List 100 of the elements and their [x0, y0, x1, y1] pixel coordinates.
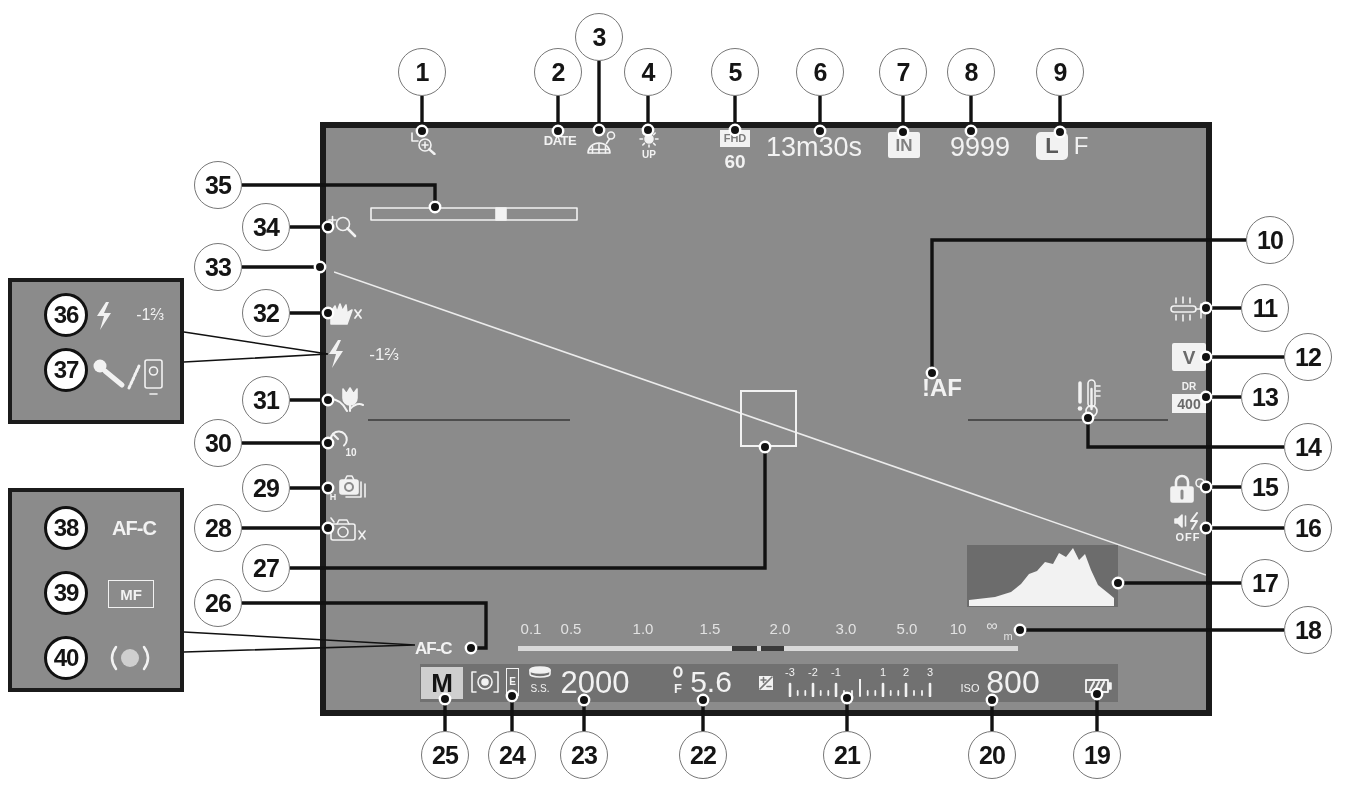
callout-number: 19	[1073, 731, 1121, 779]
magnifier-icon	[328, 214, 358, 238]
exposure-scale-number: -1	[830, 666, 842, 678]
infinity-sign: ∞	[985, 618, 999, 634]
callout-number: 33	[194, 243, 242, 291]
leader-line	[1199, 301, 1241, 315]
leader-line	[242, 521, 335, 535]
leader-line	[728, 96, 742, 137]
distance-number: 1.5	[698, 618, 722, 638]
callout-number: 12	[1284, 333, 1332, 381]
iso-label: ISO	[959, 681, 981, 695]
inset-panel	[8, 278, 184, 424]
distance-number: 5.0	[895, 618, 919, 638]
media-badge: IN	[888, 132, 920, 158]
iso-value: 800	[985, 664, 1041, 700]
quality-letter: F	[1072, 132, 1090, 160]
leader-line	[840, 691, 854, 731]
distance-number: 1.0	[631, 618, 655, 638]
exposure-scale-number: 3	[925, 666, 935, 678]
distance-number: 2.0	[768, 618, 792, 638]
leader-line	[1111, 576, 1241, 590]
leader-line	[696, 693, 710, 731]
exposure-scale-number: -3	[784, 666, 796, 678]
shutter-speed-value: 2000	[559, 664, 631, 700]
leader-line	[1199, 350, 1284, 364]
leader-line	[290, 481, 335, 495]
icon-caption: H	[328, 491, 338, 503]
frame-rate-text: 60	[723, 149, 747, 173]
e-badge: E	[506, 668, 519, 696]
leader-line	[290, 440, 772, 570]
callout-number: 29	[242, 464, 290, 512]
size-badge: L	[1036, 132, 1068, 160]
callout-number: 23	[560, 731, 608, 779]
indicator-bar	[370, 207, 578, 221]
globe-pin-icon	[586, 130, 616, 154]
unit-text: m	[1002, 629, 1014, 643]
flash-compensation-text: -1⅔	[135, 305, 165, 325]
leader-line	[242, 260, 327, 274]
callout-number: 15	[1241, 463, 1289, 511]
leader-line	[925, 238, 1246, 380]
leader-line	[1199, 521, 1284, 535]
leader-line	[592, 61, 606, 137]
timer-digits: 10	[344, 446, 358, 459]
mode-badge: M	[421, 667, 463, 699]
callout-number: 38	[44, 506, 88, 550]
lock-icon	[1168, 473, 1206, 503]
distance-number: 0.1	[519, 618, 543, 638]
callout-number: 26	[194, 579, 242, 627]
callout-number: 27	[242, 544, 290, 592]
callout-number: 10	[1246, 216, 1294, 264]
viewfinder-screen	[320, 122, 1212, 716]
callout-number: 28	[194, 504, 242, 552]
callout-number: 22	[679, 731, 727, 779]
callout-number: 36	[44, 293, 88, 337]
leader-line	[1081, 411, 1284, 449]
leader-line	[577, 693, 591, 731]
leader-line	[964, 96, 978, 138]
histogram-drawing	[967, 545, 1118, 607]
callout-number: 20	[968, 731, 1016, 779]
corner-magnifier-icon	[410, 131, 436, 155]
leader-line	[242, 436, 335, 450]
callout-number: 37	[44, 348, 88, 392]
distance-number: 10	[948, 618, 968, 638]
callout-number: 18	[1284, 606, 1332, 654]
leader-line	[242, 601, 488, 655]
af-warning-text: !AF	[910, 373, 974, 403]
callout-number: 14	[1284, 423, 1332, 471]
callout-number: 24	[488, 731, 536, 779]
icon-caption: UP	[641, 149, 657, 160]
callout-number: 11	[1241, 284, 1289, 332]
focus-frame	[740, 390, 797, 447]
callout-number: 4	[624, 48, 672, 96]
leader-line	[290, 393, 335, 407]
focus-mode-text: AF-C	[415, 636, 471, 660]
leader-line	[505, 689, 519, 731]
focus-mode-text: AF-C	[111, 516, 157, 541]
leader-line	[1199, 390, 1241, 404]
shutter-label: S.S.	[529, 682, 551, 696]
callout-number: 6	[796, 48, 844, 96]
leader-wedge	[183, 331, 329, 363]
callout-number: 5	[711, 48, 759, 96]
date-text: DATE	[540, 131, 580, 149]
leader-line	[1013, 623, 1284, 637]
callout-number: 7	[879, 48, 927, 96]
leader-line	[290, 306, 335, 320]
callout-number: 1	[398, 48, 446, 96]
aperture-value: 5.6	[689, 664, 733, 700]
leader-line	[1090, 687, 1104, 731]
distance-number: 3.0	[834, 618, 858, 638]
off-text: OFF	[1174, 531, 1202, 544]
callout-number: 3	[575, 13, 623, 61]
battery-icon	[1084, 678, 1112, 694]
callout-number: 30	[194, 419, 242, 467]
f-label: F	[673, 680, 683, 696]
leader-line	[242, 183, 442, 214]
callout-number: 25	[421, 731, 469, 779]
leader-line	[1199, 480, 1241, 494]
callout-number: 8	[947, 48, 995, 96]
leader-wedge	[183, 631, 416, 653]
film-badge: V	[1172, 343, 1206, 371]
